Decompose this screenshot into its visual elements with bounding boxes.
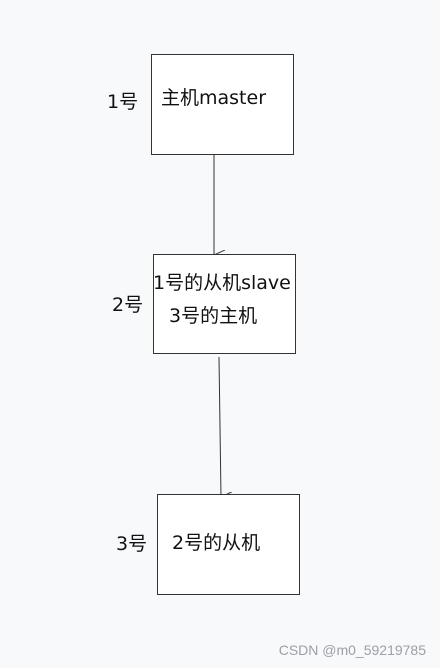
node-3-side-label: 3号 (116, 533, 148, 555)
arrow-node2-to-node3 (218, 356, 221, 497)
node-1-text-line-1: 主机master (161, 87, 267, 109)
node-3-box (157, 494, 300, 595)
watermark: CSDN @m0_59219785 (278, 642, 426, 658)
node-1-box (151, 54, 294, 155)
node-1-side-label: 1号 (107, 91, 139, 113)
node-2-side-label: 2号 (112, 294, 144, 316)
node-2-text-line-2: 3号的主机 (169, 305, 258, 327)
node-2-text-line-1: 1号的从机slave (153, 272, 291, 294)
node-3-text-line-1: 2号的从机 (172, 532, 261, 554)
node-2-box (153, 254, 296, 354)
